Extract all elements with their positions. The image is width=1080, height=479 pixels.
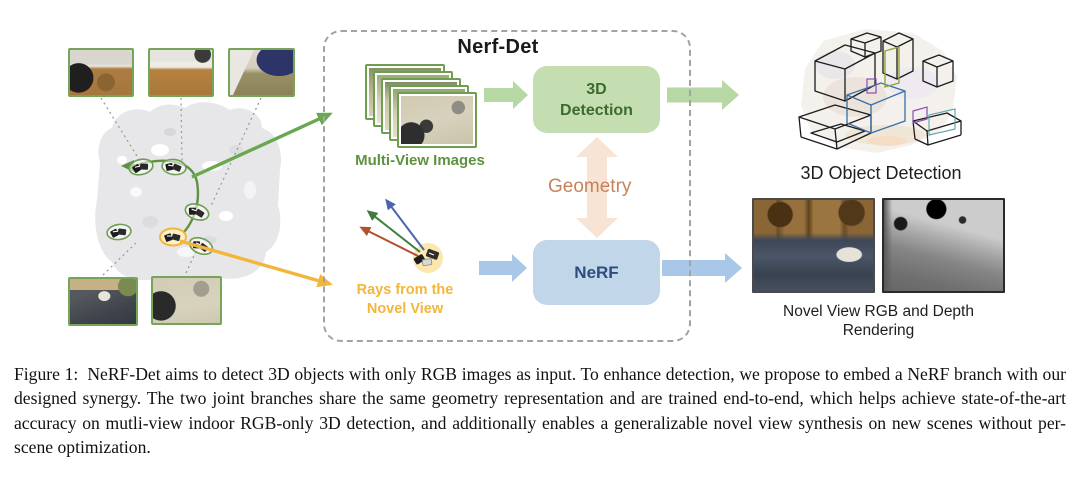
camera-trajectory-path [133, 159, 200, 239]
detection-input-arrow [484, 81, 528, 109]
rays-label-line2: Novel View [366, 301, 444, 317]
figure-caption-prefix: Figure 1: [14, 364, 79, 384]
output-render-line2: Rendering [842, 322, 915, 339]
rays-camera-icon [413, 248, 440, 267]
figure-caption: Figure 1:NeRF-Det aims to detect 3D obje… [14, 362, 1066, 460]
novel-view-rgb-image [752, 198, 875, 293]
multi-view-input-arrow [191, 112, 333, 179]
novel-view-camera-icon [159, 227, 187, 247]
geometry-sync-arrow [576, 137, 618, 238]
dotted-connector-lines [100, 97, 262, 276]
output-detection-label: 3D Object Detection [800, 163, 962, 183]
detection-box-line1: 3D [586, 80, 607, 98]
figure-caption-body: NeRF-Det aims to detect 3D objects with … [14, 364, 1066, 458]
nerf-input-arrow [479, 254, 527, 282]
novel-view-input-arrow [179, 239, 333, 288]
output-render-line1: Novel View RGB and Depth [783, 303, 974, 320]
output-render-label: Novel View RGB and Depth Rendering [752, 302, 1005, 340]
ray-arrow-green-icon [366, 210, 421, 253]
nerf-module-box: NeRF [533, 240, 660, 305]
novel-view-depth-image [882, 198, 1005, 293]
nerf-box-label: NeRF [574, 262, 619, 282]
nerf-output-arrow [662, 253, 742, 283]
input-thumbnail-couch [68, 277, 138, 326]
camera-icons-group [105, 156, 216, 259]
detection-module-box: 3D Detection [533, 66, 660, 133]
ray-arrow-red-icon [359, 226, 419, 257]
novel-view-rays-group [359, 198, 443, 273]
geometry-label: Geometry [548, 176, 632, 197]
multi-view-images-label: Multi-View Images [355, 152, 485, 169]
diagram-overlay [95, 29, 962, 288]
detection-output-image [798, 29, 962, 153]
stack-image-front [397, 92, 477, 148]
rays-label-line1: Rays from the [356, 282, 454, 298]
scene-mesh [95, 102, 282, 286]
input-thumbnail-bedroom [228, 48, 295, 97]
detection-output-arrow [667, 80, 739, 110]
input-thumbnail-kitchen-counter [148, 48, 214, 97]
nerf-det-framework-box [323, 30, 691, 342]
rays-novel-view-label: Rays from the Novel View [332, 281, 478, 319]
ray-arrow-blue-icon [385, 198, 425, 251]
camera-glow [413, 243, 443, 273]
detection-box-line2: Detection [560, 101, 633, 119]
input-thumbnail-kitchen-bar [68, 48, 134, 97]
input-thumbnail-floor-bike [151, 276, 222, 325]
framework-title: Nerf-Det [457, 36, 539, 58]
